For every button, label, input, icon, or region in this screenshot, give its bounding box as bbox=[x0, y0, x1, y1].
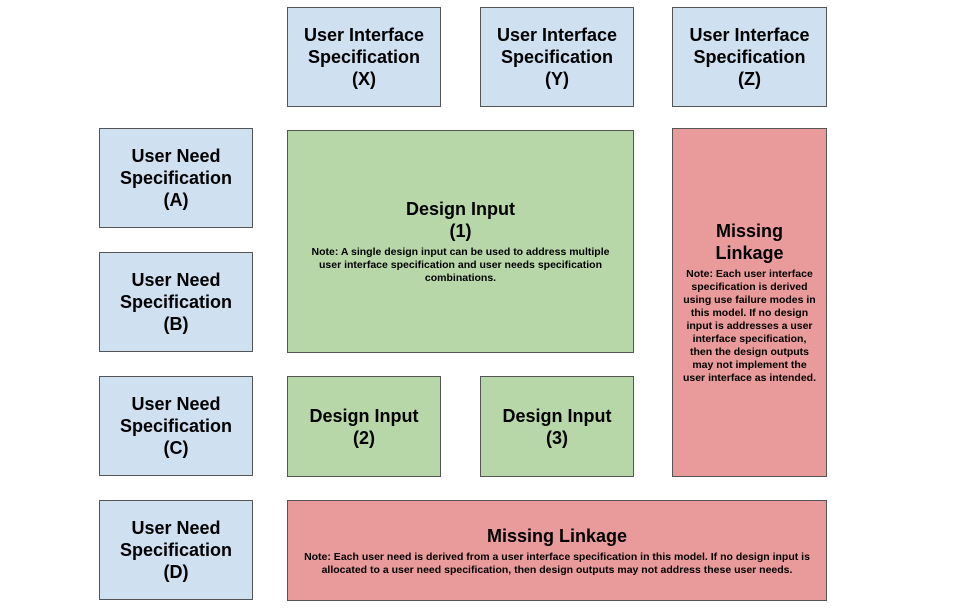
ui-spec-y-box: User Interface Specification (Y) bbox=[480, 7, 634, 107]
user-need-spec-a-box: User Need Specification (A) bbox=[99, 128, 253, 228]
design-input-2-box: Design Input (2) bbox=[287, 376, 441, 477]
user-need-spec-c-box: User Need Specification (C) bbox=[99, 376, 253, 476]
ui-spec-x-box: User Interface Specification (X) bbox=[287, 7, 441, 107]
user-need-spec-c-title: User Need Specification (C) bbox=[119, 394, 233, 458]
user-need-spec-d-title: User Need Specification (D) bbox=[119, 518, 233, 582]
missing-linkage-column-title: Missing Linkage bbox=[715, 221, 784, 263]
ui-spec-z-box: User Interface Specification (Z) bbox=[672, 7, 827, 107]
design-input-1-box: Design Input (1) Note: A single design i… bbox=[287, 130, 634, 353]
user-need-spec-d-box: User Need Specification (D) bbox=[99, 500, 253, 600]
missing-linkage-row-box: Missing Linkage Note: Each user need is … bbox=[287, 500, 827, 601]
ui-spec-z-title: User Interface Specification (Z) bbox=[689, 25, 810, 89]
design-input-3-title: Design Input (3) bbox=[502, 405, 612, 448]
user-need-spec-b-box: User Need Specification (B) bbox=[99, 252, 253, 352]
user-need-spec-b-title: User Need Specification (B) bbox=[119, 270, 233, 334]
design-input-3-box: Design Input (3) bbox=[480, 376, 634, 477]
design-input-2-title: Design Input (2) bbox=[309, 405, 419, 448]
design-input-1-note: Note: A single design input can be used … bbox=[311, 246, 610, 284]
missing-linkage-column-note: Note: Each user interface specification … bbox=[682, 268, 817, 384]
ui-spec-x-title: User Interface Specification (X) bbox=[303, 25, 425, 89]
design-input-1-title: Design Input (1) bbox=[406, 199, 515, 241]
missing-linkage-row-note: Note: Each user need is derived from a u… bbox=[304, 550, 810, 576]
missing-linkage-row-title: Missing Linkage bbox=[486, 525, 628, 546]
missing-linkage-column-box: Missing Linkage Note: Each user interfac… bbox=[672, 128, 827, 477]
user-need-spec-a-title: User Need Specification (A) bbox=[119, 146, 233, 210]
ui-spec-y-title: User Interface Specification (Y) bbox=[496, 25, 618, 89]
